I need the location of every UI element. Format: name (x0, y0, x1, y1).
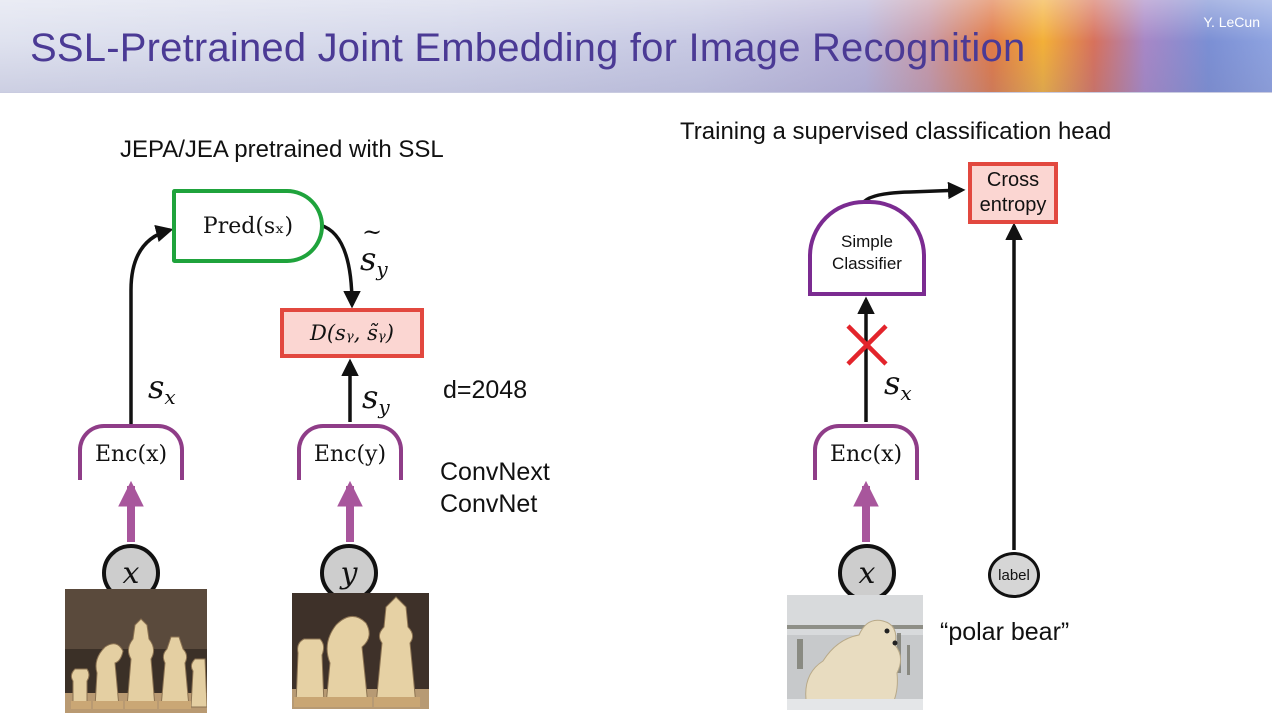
input-y-symbol: y (340, 555, 358, 591)
stop-gradient-cross-icon (846, 324, 888, 366)
label-node: label (988, 552, 1040, 598)
loss-label-line2: entropy (979, 194, 1047, 216)
input-x-right-symbol: x (858, 555, 876, 591)
simple-classifier-module: Simple Classifier (808, 200, 926, 296)
author-label: Y. LeCun (1203, 14, 1260, 30)
target-embedding: sy (362, 378, 390, 419)
right-panel-heading: Training a supervised classification hea… (680, 118, 1112, 145)
polar-bear-caption: “polar bear” (940, 618, 1070, 646)
distance-label: D(sᵧ, s̃ᵧ) (310, 321, 394, 345)
embedding-dimension: d=2048 (443, 376, 528, 404)
input-y-node: y (320, 544, 378, 602)
predicted-target-symbol: s (360, 218, 383, 278)
context-embedding-right: sx (884, 364, 912, 405)
predicted-target-subscript: y (376, 257, 388, 281)
context-embedding-symbol: s (148, 368, 165, 406)
slide-title: SSL-Pretrained Joint Embedding for Image… (30, 26, 1026, 70)
backbone-convnext: ConvNext (440, 458, 550, 486)
context-embedding-left: sx (148, 368, 176, 409)
backbone-convnet: ConvNet (440, 490, 538, 518)
target-embedding-subscript: y (378, 395, 390, 419)
context-embedding-right-symbol: s (884, 364, 901, 402)
label-node-text: label (998, 566, 1030, 584)
chess-pieces-image-y (292, 593, 429, 709)
context-embedding-right-subscript: x (900, 381, 912, 405)
loss-label-line1: Cross (986, 169, 1040, 191)
arrow-predictor-to-distance (319, 223, 361, 309)
chess-pieces-image-x (65, 589, 207, 713)
predictor-module: Pred(sₓ) (172, 189, 324, 263)
encoder-x-left: Enc(x) (78, 424, 184, 480)
target-embedding-symbol: s (362, 378, 379, 416)
left-panel-heading: JEPA/JEA pretrained with SSL (120, 136, 444, 163)
classifier-label-line1: Simple (841, 232, 893, 251)
encoder-x-right: Enc(x) (813, 424, 919, 480)
input-x-node-right: x (838, 544, 896, 602)
arrow-sx-to-predictor (129, 225, 174, 432)
polar-bear-image (787, 595, 923, 710)
context-embedding-subscript: x (164, 385, 176, 409)
cross-entropy-loss-box: Cross entropy (968, 162, 1058, 224)
input-x-symbol: x (122, 555, 140, 591)
encoder-x-label: Enc(x) (94, 441, 168, 467)
predicted-target-embedding: sy (360, 218, 388, 281)
classifier-label-line2: Classifier (832, 254, 902, 273)
title-bar: SSL-Pretrained Joint Embedding for Image… (0, 0, 1272, 93)
title-bar-shade (0, 0, 1272, 92)
predictor-label: Pred(sₓ) (202, 213, 294, 239)
encoder-y-label: Enc(y) (313, 441, 387, 467)
encoder-y: Enc(y) (297, 424, 403, 480)
distance-energy-box: D(sᵧ, s̃ᵧ) (280, 308, 424, 358)
encoder-x-right-label: Enc(x) (829, 441, 903, 467)
